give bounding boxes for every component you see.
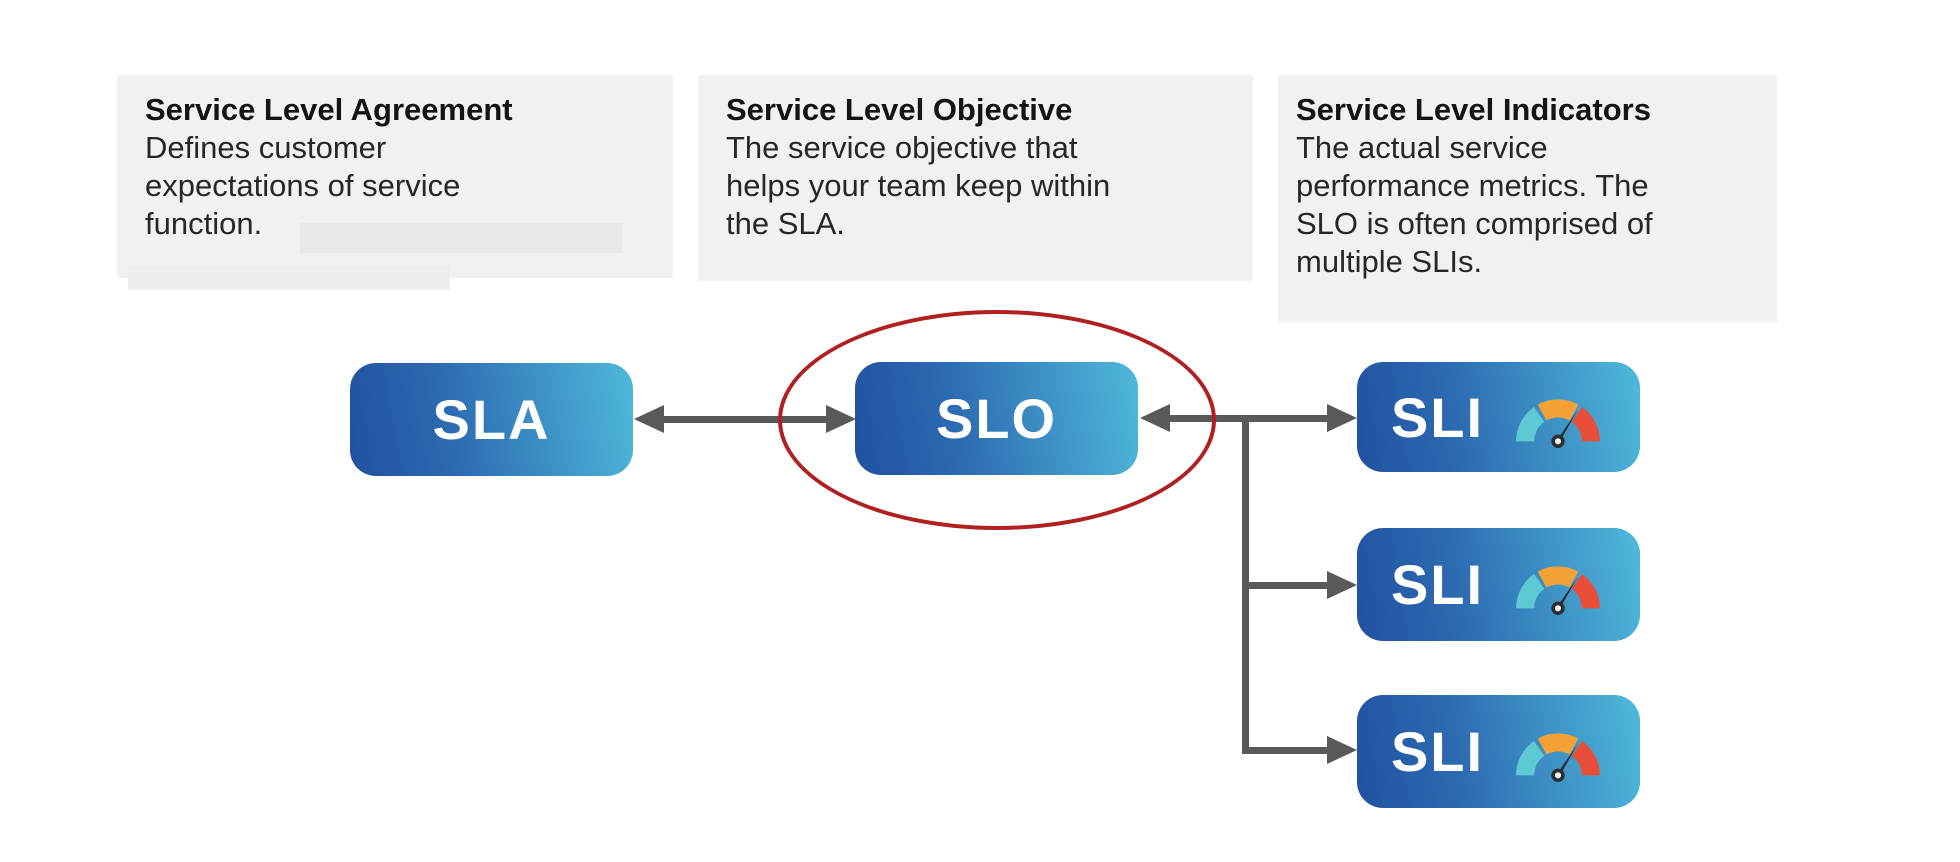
info-card-sli: Service Level Indicators The actual serv…: [1278, 75, 1777, 322]
arrowhead-toward-sli-1: [1327, 404, 1357, 432]
connector-sla-slo: [662, 416, 830, 423]
node-sli-2: SLI: [1357, 528, 1640, 641]
info-card-title: Service Level Agreement: [145, 92, 513, 127]
info-card-description: Defines customer expectations of service…: [145, 130, 461, 241]
node-label: SLI: [1390, 553, 1485, 616]
connector-branch-sli-2: [1249, 582, 1329, 589]
gauge-meter-icon: [1516, 733, 1600, 782]
info-card-description: The service objective that helps your te…: [726, 130, 1111, 241]
highlight-ellipse: [778, 310, 1216, 530]
info-card-sla: Service Level Agreement Defines customer…: [117, 75, 673, 278]
connector-branch-sli-3: [1249, 747, 1329, 754]
node-sla: SLA: [350, 363, 633, 476]
node-sli-3: SLI: [1357, 695, 1640, 808]
arrowhead-toward-sli-3: [1327, 736, 1357, 764]
gauge-meter-icon: [1516, 566, 1600, 615]
arrowhead-toward-sli-2: [1327, 571, 1357, 599]
blurred-text-region: [300, 223, 622, 253]
node-label: SLI: [1390, 385, 1485, 449]
info-card-title: Service Level Indicators: [1296, 92, 1651, 127]
blurred-text-region: [128, 266, 450, 290]
info-card-title: Service Level Objective: [726, 92, 1073, 127]
connector-slo-sli: [1168, 415, 1330, 422]
arrowhead-toward-sla: [634, 405, 664, 433]
node-label: SLA: [432, 388, 551, 451]
node-label: SLI: [1390, 720, 1485, 783]
connector-trunk-vertical: [1242, 415, 1249, 754]
node-sli-1: SLI: [1357, 362, 1640, 472]
info-card-description: The actual service performance metrics. …: [1296, 130, 1653, 279]
gauge-meter-icon: [1516, 398, 1600, 448]
info-card-slo: Service Level Objective The service obje…: [698, 75, 1253, 281]
